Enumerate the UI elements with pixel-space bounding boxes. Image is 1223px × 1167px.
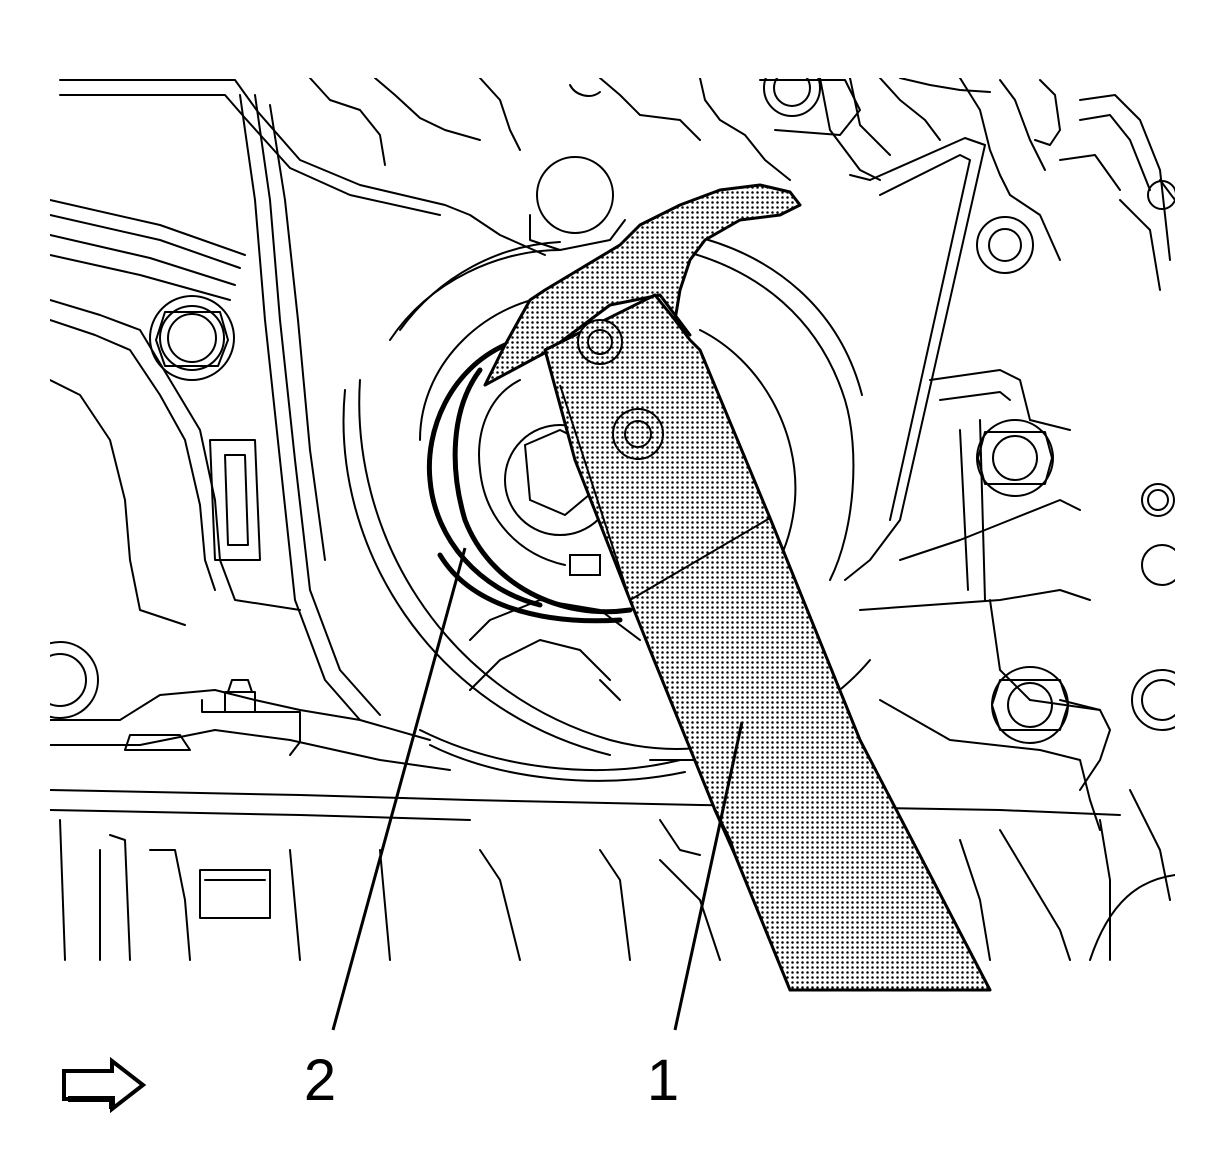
front-arrow-icon bbox=[62, 1056, 147, 1114]
leader-lines bbox=[331, 547, 744, 1031]
callout-1: 1 bbox=[647, 1048, 679, 1113]
callout-2: 2 bbox=[304, 1048, 336, 1113]
engine-block-lineart bbox=[50, 78, 1175, 961]
leader-line-1 bbox=[673, 721, 744, 1031]
leader-line-2 bbox=[331, 547, 467, 1031]
hook-spanner-wrench bbox=[483, 183, 992, 992]
crankshaft-rear-oil-seal bbox=[426, 342, 633, 624]
